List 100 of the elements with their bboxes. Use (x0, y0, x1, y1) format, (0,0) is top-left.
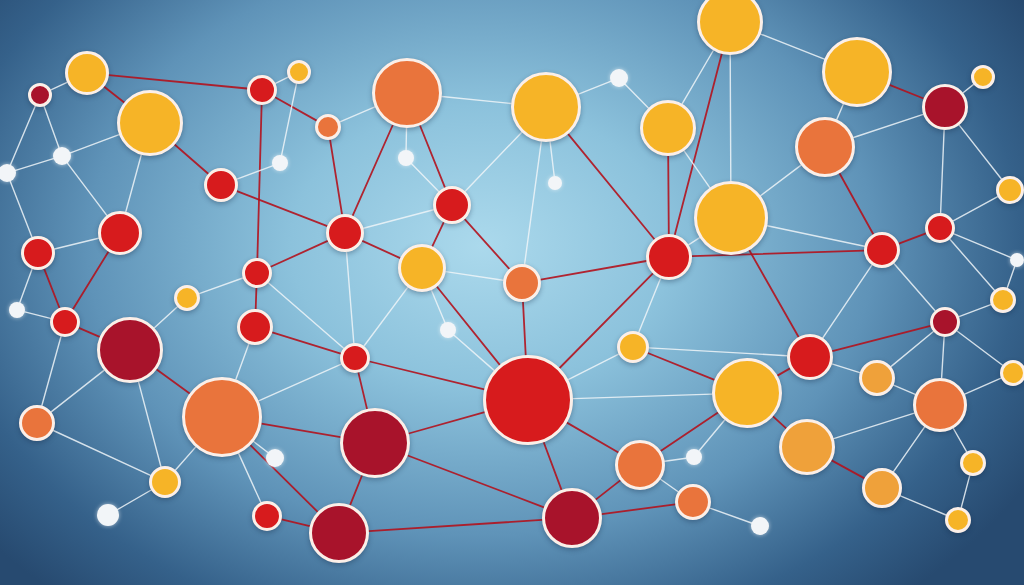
connector-line (198, 277, 244, 295)
connector-line (729, 54, 732, 182)
connector-line (53, 237, 100, 250)
connector-line (407, 411, 486, 435)
connector-line (939, 129, 945, 214)
connector-line (19, 268, 33, 304)
connector-line (280, 83, 298, 156)
connector-line (274, 76, 289, 85)
connector-line (9, 180, 33, 238)
connector-line (572, 393, 713, 400)
connector-line (406, 454, 545, 509)
connector-line (822, 264, 873, 339)
connector-line (838, 172, 875, 236)
connector-line (257, 363, 342, 402)
connector-line (539, 260, 648, 281)
connector-line (108, 74, 248, 90)
connector-line (256, 104, 263, 259)
connector-line (362, 209, 435, 229)
connector-line (892, 426, 926, 473)
connector-line (463, 218, 511, 270)
connector-line (125, 154, 142, 213)
connector-line (419, 124, 446, 189)
connector-line (600, 503, 677, 515)
connector-line (410, 163, 440, 193)
connector-line (405, 127, 408, 151)
connector-line (852, 113, 924, 139)
connector-line (361, 240, 402, 259)
connector-line (368, 519, 543, 532)
connector-line (445, 270, 504, 281)
connector-line (748, 249, 800, 338)
connector-line (137, 381, 162, 468)
connector-line (760, 33, 826, 60)
connector-line (280, 518, 311, 527)
connector-line (772, 415, 788, 430)
connector-line (766, 225, 866, 247)
connector-line (664, 457, 687, 462)
connector-line (236, 190, 329, 227)
connector-line (351, 124, 394, 217)
connector-line (453, 334, 495, 372)
connector-line (43, 267, 61, 309)
connector-line (759, 164, 802, 197)
connector-line (235, 343, 250, 381)
connector-line (960, 474, 971, 509)
connector-line (831, 363, 861, 374)
connector-line (542, 441, 563, 491)
connector-line (430, 289, 446, 324)
connector-line (9, 105, 36, 166)
connector-line (953, 233, 1012, 258)
connector-line (888, 84, 925, 100)
connector-line (681, 49, 714, 105)
connector-line (339, 106, 376, 123)
connector-line (269, 240, 329, 268)
connector-line (155, 368, 191, 395)
connector-line (566, 421, 620, 454)
connector-line (952, 427, 968, 453)
connector-line (648, 347, 788, 357)
connector-line (431, 221, 445, 248)
connector-line (833, 412, 915, 440)
connector-line (66, 162, 108, 217)
connector-line (174, 143, 210, 175)
connector-line (43, 105, 60, 149)
connector-line (940, 336, 945, 379)
connector-line (958, 124, 1003, 180)
connector-line (254, 287, 258, 310)
connector-line (249, 444, 319, 513)
connector-line (274, 96, 318, 122)
connector-line (893, 262, 936, 312)
connector-line (523, 141, 542, 265)
connector-line (594, 479, 622, 501)
connector-line (558, 272, 654, 369)
connector-line (897, 232, 927, 245)
connector-line (441, 95, 512, 105)
connector-line (624, 83, 650, 109)
connector-line (236, 165, 274, 180)
connector-line (890, 330, 935, 368)
connector-line (174, 446, 197, 471)
connector-line (673, 53, 723, 236)
connector-line (709, 507, 753, 524)
connector-line (349, 474, 363, 506)
connector-line (836, 103, 844, 121)
connector-line (952, 196, 999, 222)
connector-line (237, 452, 262, 503)
connector-line (116, 489, 152, 511)
connector-line (659, 411, 719, 452)
connector-line (41, 335, 62, 407)
connector-line (1006, 265, 1016, 289)
connector-line (345, 251, 355, 344)
connector-line (24, 311, 52, 320)
connector-line (69, 133, 120, 154)
connector-line (949, 238, 996, 291)
connector-line (260, 422, 342, 438)
connector-line (52, 429, 152, 476)
connector-line (368, 360, 486, 391)
connector-line (14, 158, 55, 171)
connector-line (567, 353, 620, 381)
connector-line (252, 440, 269, 454)
connector-line (831, 324, 932, 353)
connector-line (667, 155, 670, 235)
connector-line (638, 277, 662, 333)
connector-line (103, 85, 126, 104)
